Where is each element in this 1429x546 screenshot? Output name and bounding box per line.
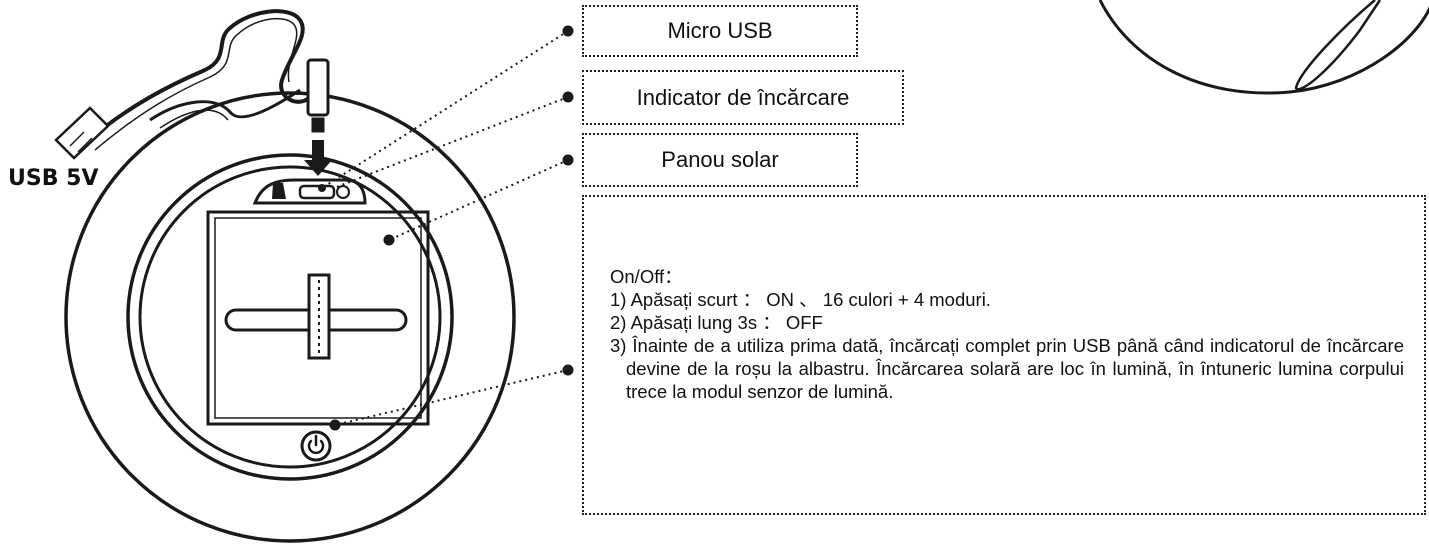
insert-arrow <box>304 140 332 176</box>
instruction-item-1: 1) Apăsați scurt ： ON 、 16 culori + 4 mo… <box>610 289 991 310</box>
lamp-inner-ring-2 <box>138 165 442 469</box>
instructions-heading: On/Off： <box>610 266 683 287</box>
solar-panel-shape <box>206 210 430 426</box>
usb-plug-icon <box>54 106 110 160</box>
micro-usb-port <box>298 184 336 200</box>
charge-indicator-led <box>336 185 350 199</box>
power-icon <box>307 434 325 455</box>
usb-power-label: USB 5V <box>8 166 99 191</box>
leader-dots <box>318 25 574 431</box>
leader-lines <box>321 30 569 426</box>
instruction-item-2: 2) Apăsați lung 3s ： OFF <box>610 312 823 333</box>
lamp-inner-ring <box>126 153 454 481</box>
instruction-item-3: 3) Înainte de a utiliza prima dată, încă… <box>610 335 1404 402</box>
solar-panel-inner <box>214 217 422 419</box>
micro-usb-label: Micro USB <box>582 5 858 57</box>
lamp-outer-ring <box>64 91 516 543</box>
charge-indicator-label: Indicator de încărcare <box>582 70 904 125</box>
solar-panel-label: Panou solar <box>582 133 858 187</box>
instructions-panel: On/Off： 1) Apăsați scurt ： ON 、 16 culor… <box>582 195 1426 515</box>
lamp-side-view <box>1098 0 1429 95</box>
micro-usb-plug <box>306 58 330 133</box>
usb-cable <box>84 9 320 151</box>
